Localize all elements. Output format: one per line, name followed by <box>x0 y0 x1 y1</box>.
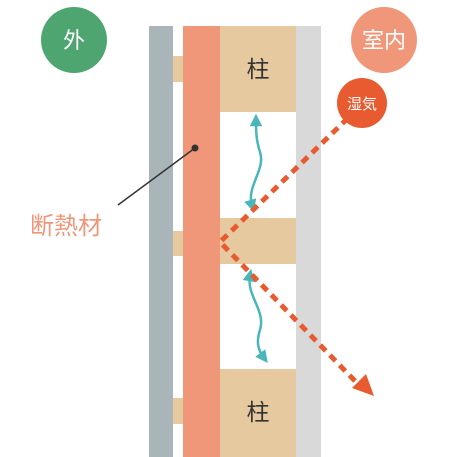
furring-block-middle <box>173 231 183 256</box>
furring-block-bottom <box>173 398 183 424</box>
interior-wall <box>296 26 321 457</box>
inside-badge <box>351 7 417 73</box>
air-circulation-arrow <box>242 268 268 364</box>
pillar-bottom <box>220 369 296 457</box>
furring-block-top <box>173 56 183 82</box>
exterior-wall <box>149 26 173 457</box>
insulation-leader-line <box>117 147 196 206</box>
insulation-layer <box>183 26 220 457</box>
leader-line-dot <box>191 144 199 152</box>
outside-label: 外 <box>63 29 85 54</box>
insulation-label: 断熱材 <box>30 212 102 240</box>
pillar-label-bottom: 柱 <box>247 400 270 426</box>
moisture-label: 湿気 <box>347 95 377 113</box>
moisture-arrow-head <box>352 374 374 396</box>
inside-label: 室内 <box>362 29 406 54</box>
pillar-top <box>220 26 296 112</box>
moisture-badge <box>337 78 387 128</box>
moisture-flow-arrow <box>216 116 358 384</box>
outside-badge <box>41 7 107 73</box>
pillar-label-top: 柱 <box>247 57 270 83</box>
air-circulation-arrow <box>244 113 263 212</box>
